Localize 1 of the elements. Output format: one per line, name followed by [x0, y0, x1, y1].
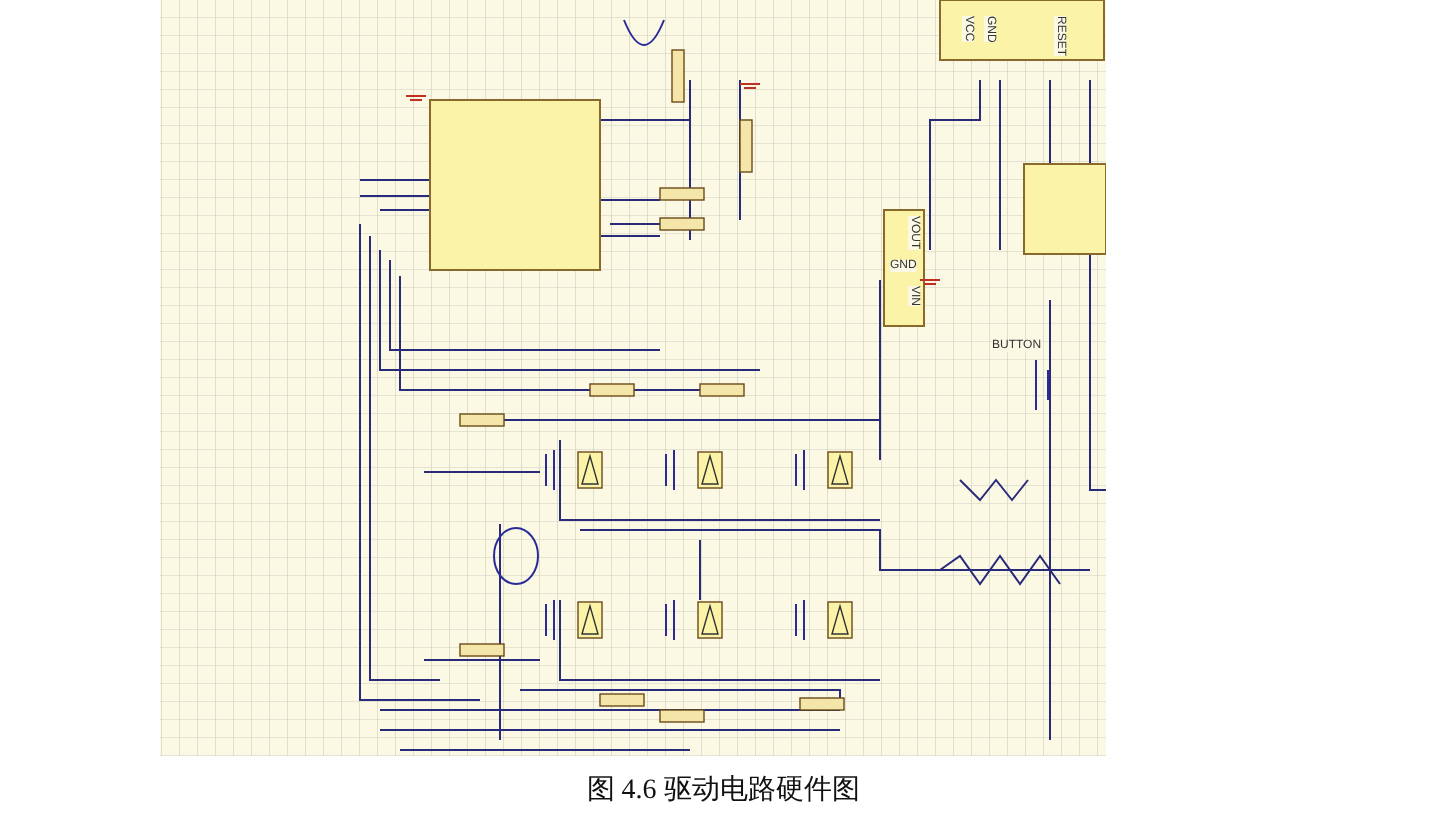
figure-caption: 图 4.6 驱动电路硬件图 [586, 773, 860, 808]
